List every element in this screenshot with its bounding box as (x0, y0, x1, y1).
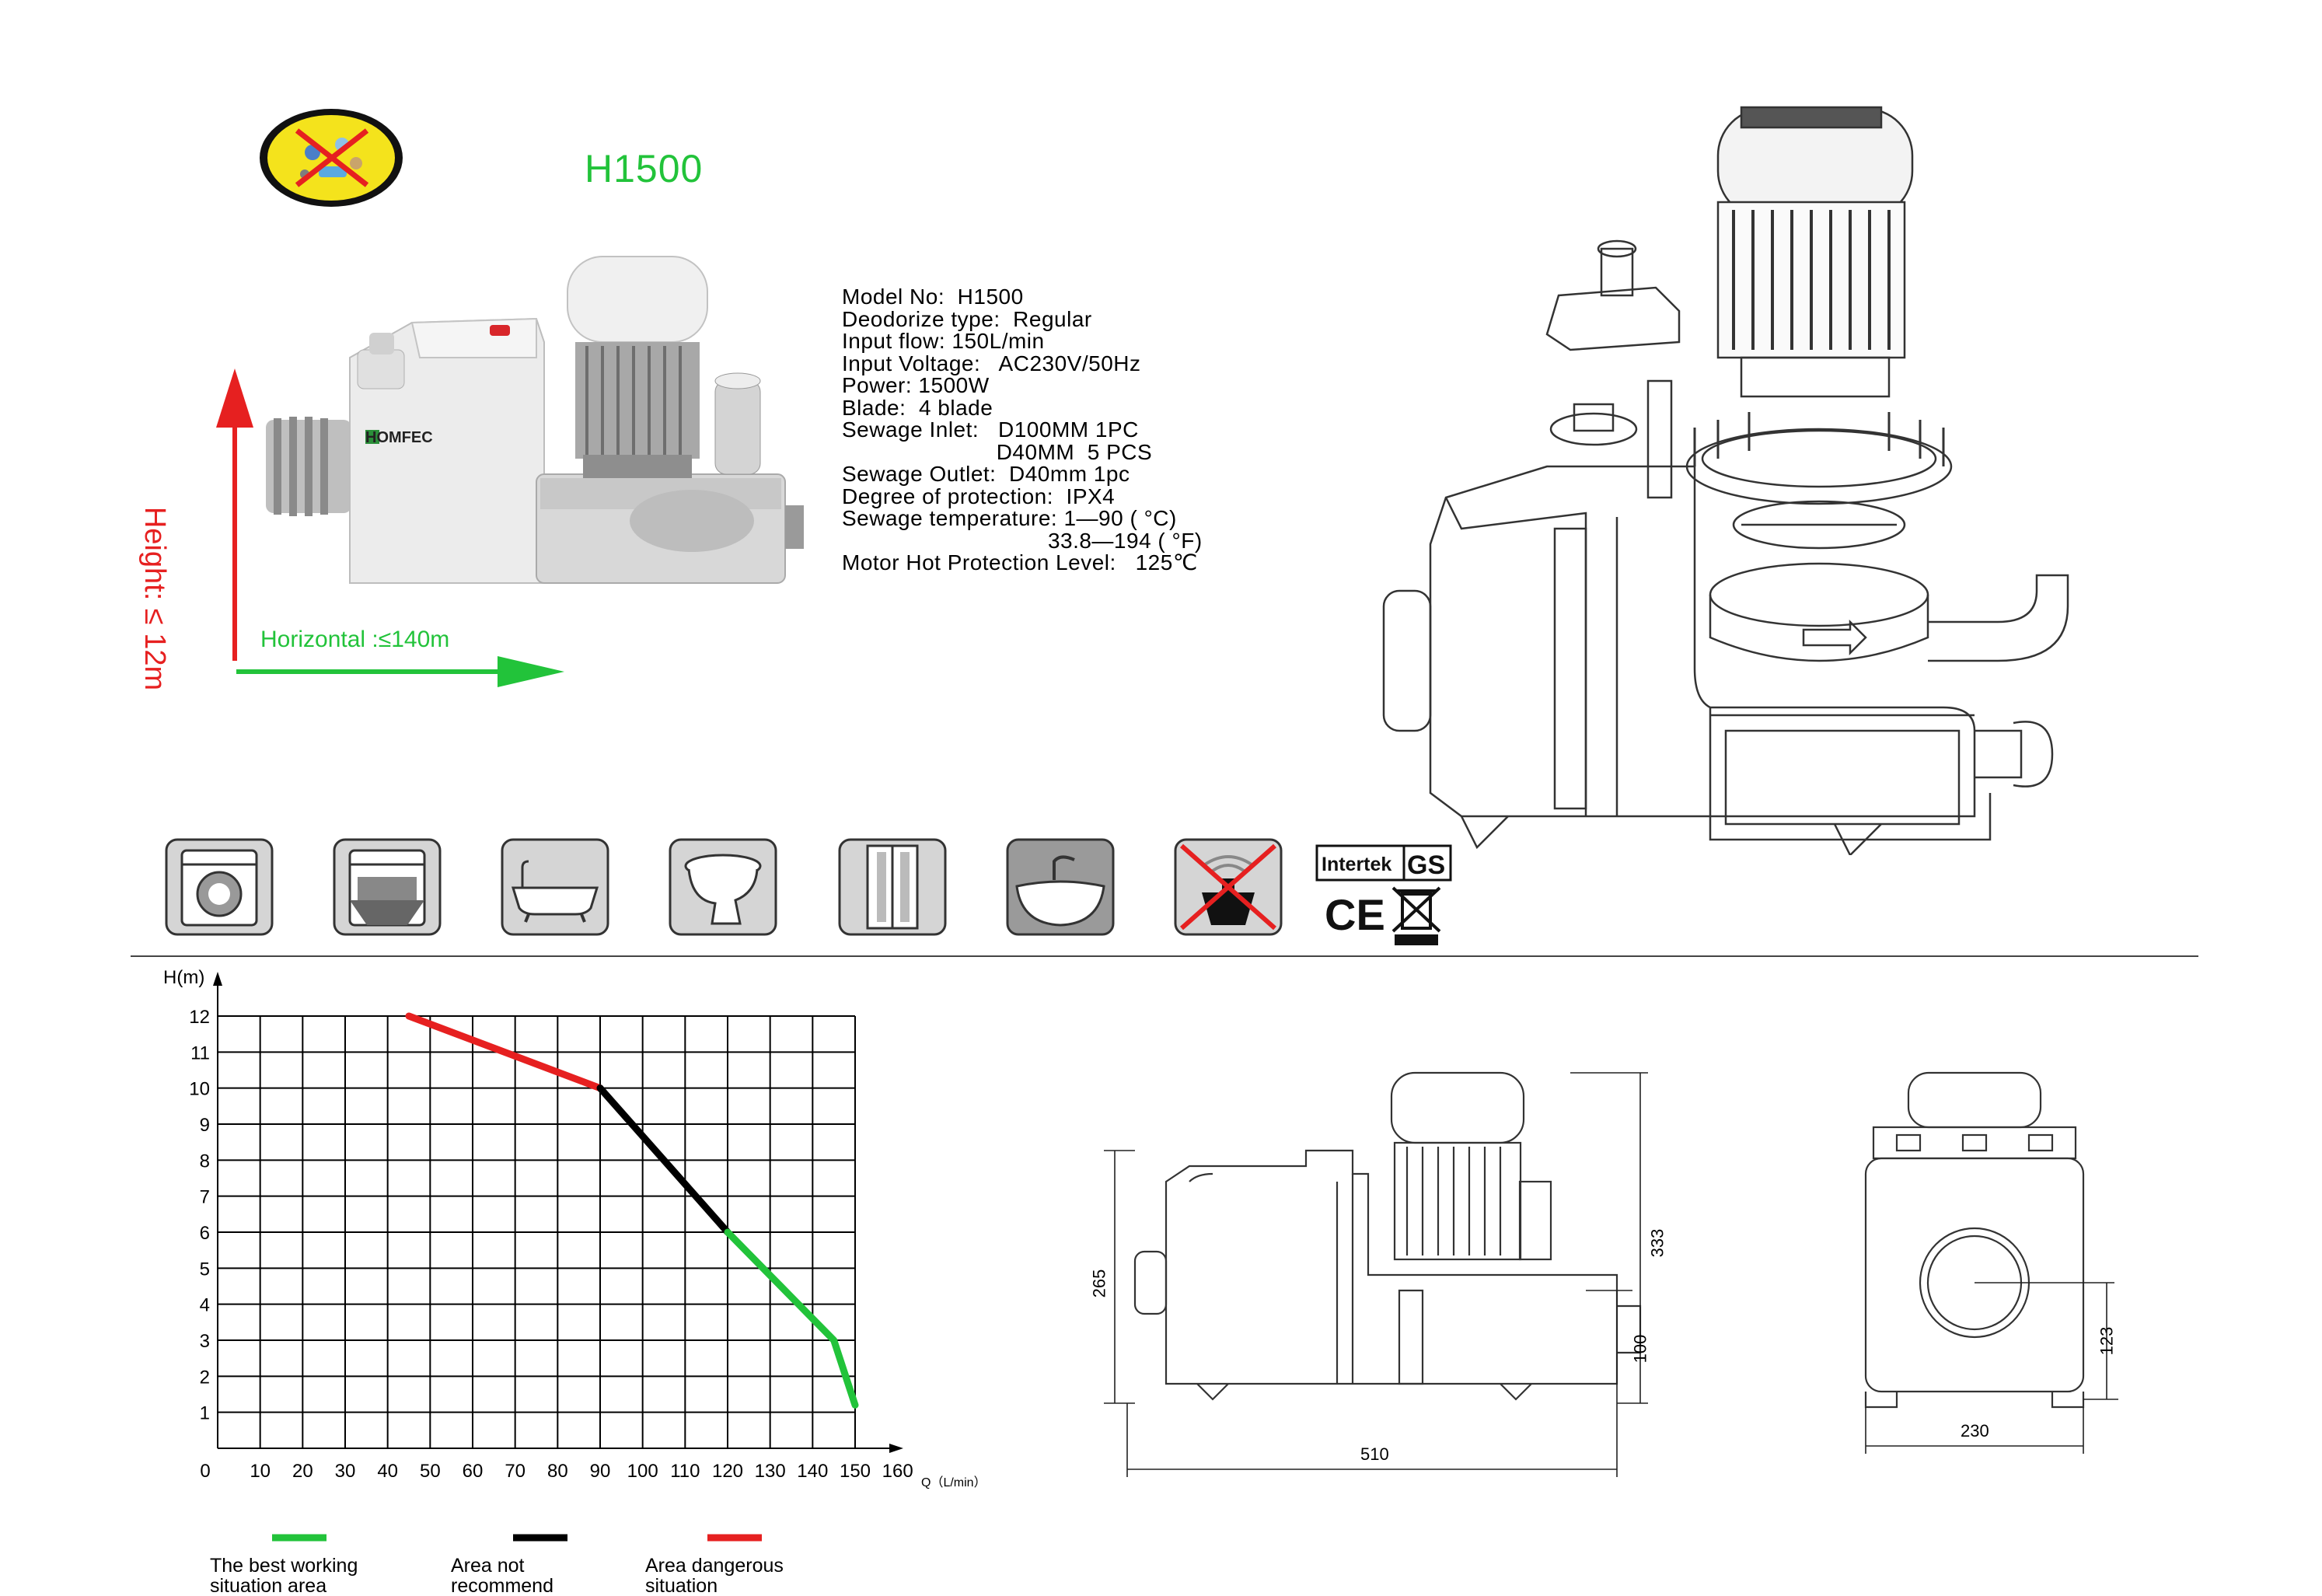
application-tile-bathtub (501, 838, 609, 936)
spec-line: Degree of protection: IPX4 (842, 484, 1116, 508)
legend-label: recommend (451, 1575, 553, 1594)
application-tile-toilet (669, 838, 777, 936)
bathtub-icon (501, 838, 609, 936)
x-tick-label: 50 (420, 1461, 441, 1482)
weee-bin-icon (1391, 886, 1441, 945)
x-tick-label: 60 (463, 1461, 484, 1482)
x-tick-label: 140 (797, 1461, 828, 1482)
section-divider (131, 955, 2198, 957)
spec-line: Deodorize type: Regular (842, 306, 1092, 331)
series-line (596, 1084, 732, 1236)
inlet-bellows (266, 417, 351, 516)
front-view-dimension-drawing: 123 230 (1850, 1057, 2130, 1462)
application-tile-washing-machine (165, 838, 274, 936)
spec-line: Power: 1500W (842, 373, 990, 397)
y-tick-label: 8 (200, 1151, 210, 1172)
application-tile-dishwasher (333, 838, 442, 936)
series-line (724, 1228, 859, 1409)
dim-body-height: 265 (1089, 1269, 1109, 1298)
y-tick-label: 2 (200, 1367, 210, 1388)
y-tick-label: 10 (189, 1079, 210, 1100)
model-title: H1500 (585, 147, 704, 190)
gs-mark: GS (1407, 850, 1445, 880)
x-tick-label: 110 (670, 1461, 700, 1482)
wash-basin-icon (1006, 838, 1115, 936)
x-tick-label: 130 (755, 1461, 786, 1482)
x-tick-label: 90 (590, 1461, 611, 1482)
application-tile-shower-cabin (838, 838, 947, 936)
x-tick-label: 150 (840, 1461, 871, 1482)
ce-mark: CE (1325, 890, 1385, 939)
y-tick-label: 9 (200, 1115, 210, 1136)
no-wipes-badge (258, 107, 404, 208)
x-tick-label: 20 (292, 1461, 313, 1482)
spec-line: Sewage Outlet: D40mm 1pc (842, 462, 1130, 486)
y-tick-label: 6 (200, 1223, 210, 1244)
y-tick-label: 5 (200, 1259, 210, 1280)
dim-width: 230 (1961, 1421, 1989, 1441)
dishwasher-icon (333, 838, 442, 936)
legend-label: The best working (210, 1555, 358, 1577)
x-tick-label: 120 (712, 1461, 743, 1482)
application-tile-no-kitchen (1174, 838, 1283, 936)
x-tick-label: 30 (335, 1461, 356, 1482)
spec-line: Blade: 4 blade (842, 395, 993, 420)
spec-line: Sewage temperature: 1—90 ( °C) (842, 506, 1177, 530)
y-tick-label: 1 (200, 1403, 210, 1424)
dim-length: 510 (1360, 1444, 1389, 1464)
y-tick-label: 4 (200, 1295, 210, 1316)
spec-line: Model No: H1500 (842, 285, 1024, 309)
spec-line: Input Voltage: AC230V/50Hz (842, 351, 1141, 375)
height-label: Height: ≤ 12m (138, 506, 171, 691)
spec-line: Motor Hot Protection Level: 125℃ (842, 550, 1198, 574)
brand-logo-text: HOMFEC (365, 429, 433, 446)
dim-inlet-height: 123 (2097, 1326, 2117, 1356)
y-tick-label: 7 (200, 1187, 210, 1208)
horizontal-arrow (233, 645, 567, 692)
intertek-mark: Intertek (1322, 854, 1391, 875)
legend-label: situation (645, 1575, 718, 1594)
x-tick-label: 160 (882, 1461, 913, 1482)
legend-label: situation area (210, 1575, 326, 1594)
x-tick-label: 0 (200, 1461, 210, 1482)
dim-total-height: 333 (1647, 1228, 1667, 1258)
x-tick-label: 10 (250, 1461, 271, 1482)
y-tick-label: 12 (189, 1007, 210, 1028)
height-arrow (211, 365, 258, 676)
x-axis-label: Q（L/min） (921, 1476, 986, 1489)
horizontal-label: Horizontal :≤140m (260, 627, 450, 652)
x-tick-label: 70 (505, 1461, 526, 1482)
no-kitchen-sink-icon (1174, 838, 1283, 936)
exploded-view-drawing (1353, 93, 2083, 857)
x-tick-label: 100 (627, 1461, 658, 1482)
x-tick-label: 80 (547, 1461, 568, 1482)
y-tick-label: 11 (190, 1042, 210, 1063)
x-tick-label: 40 (377, 1461, 398, 1482)
y-axis-label: H(m) (163, 967, 204, 988)
toilet-icon (669, 838, 777, 936)
side-view-dimension-drawing: 265 333 100 510 (1089, 1057, 1695, 1493)
application-tile-wash-basin (1006, 838, 1115, 936)
brand-logo: HOMFEC (365, 429, 433, 446)
washing-machine-icon (165, 838, 274, 936)
legend-label: Area not (451, 1555, 525, 1577)
certifications: Intertek GS CE (1315, 844, 1457, 950)
spec-line: Sewage Inlet: D100MM 1PC (842, 417, 1139, 442)
shower-cabin-icon (838, 838, 947, 936)
legend-label: Area dangerous (645, 1555, 784, 1577)
y-axis-arrow (213, 972, 222, 986)
dim-outlet-height: 100 (1630, 1334, 1650, 1364)
spec-line: 33.8—194 ( °F) (842, 528, 1203, 553)
series-line (405, 1012, 604, 1092)
spec-block: Model No: H1500 Deodorize type: Regular … (842, 285, 1203, 574)
spec-line: D40MM 5 PCS (842, 439, 1153, 464)
y-tick-label: 3 (200, 1331, 210, 1352)
spec-line: Input flow: 150L/min (842, 329, 1045, 353)
x-axis-arrow (889, 1444, 903, 1453)
product-photo: HOMFEC (257, 241, 816, 606)
